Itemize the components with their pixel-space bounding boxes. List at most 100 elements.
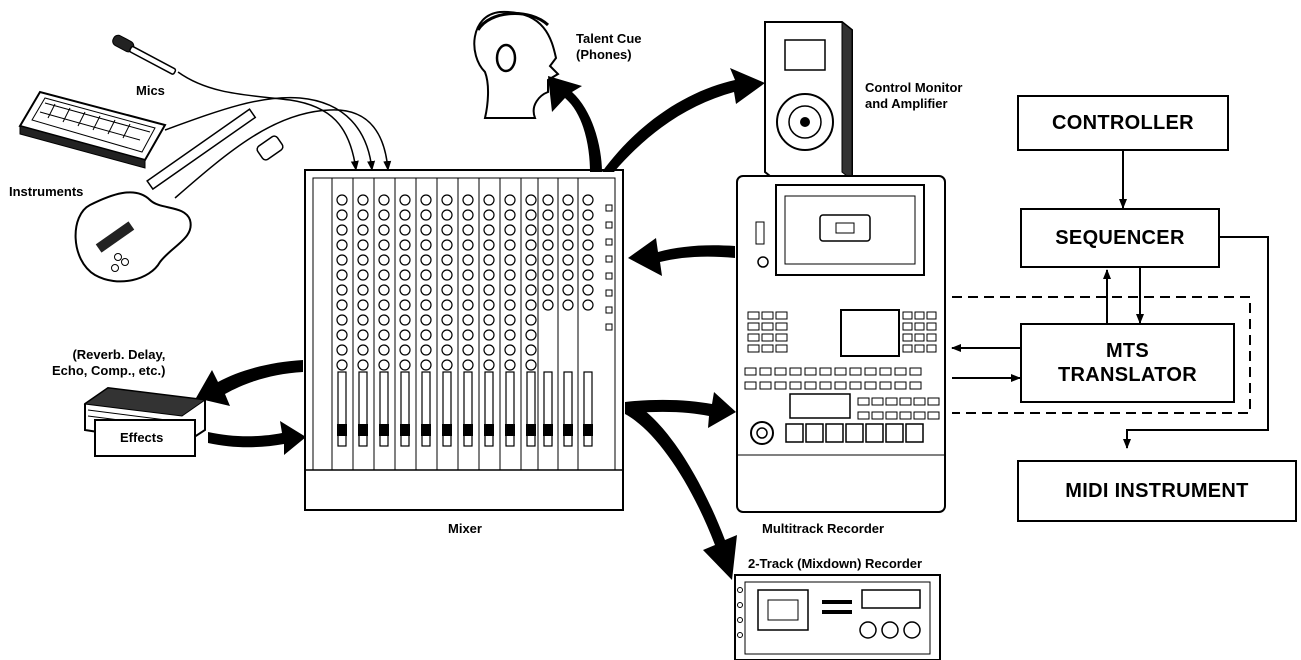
mixer-knob bbox=[582, 269, 594, 281]
mixer-fader-cap bbox=[543, 424, 553, 436]
mixer-knob bbox=[420, 254, 432, 266]
multitrack-button bbox=[871, 397, 884, 406]
multitrack-button bbox=[885, 397, 898, 406]
microphone-icon bbox=[112, 34, 177, 75]
multitrack-button bbox=[834, 381, 847, 390]
thick-arrows bbox=[196, 68, 765, 580]
mixer-knob bbox=[542, 209, 554, 221]
mixer-knob bbox=[504, 284, 516, 296]
multitrack-button bbox=[857, 411, 870, 420]
control-monitor-label: Control Monitor and Amplifier bbox=[865, 80, 962, 112]
mixer-knob bbox=[562, 194, 574, 206]
mixer-knob bbox=[378, 269, 390, 281]
mixer-fader-cap bbox=[563, 424, 573, 436]
mixer-fader-slot bbox=[400, 371, 410, 447]
multitrack-button bbox=[885, 411, 898, 420]
multitrack-button bbox=[849, 367, 862, 376]
mixer-fader-slot bbox=[442, 371, 452, 447]
mixer-knob bbox=[504, 314, 516, 326]
multitrack-button bbox=[761, 322, 774, 331]
mixer-knob bbox=[504, 269, 516, 281]
mixer-knob bbox=[525, 344, 537, 356]
mixer-knob bbox=[357, 359, 369, 371]
mixer-fader-slot bbox=[337, 371, 347, 447]
mixer-knob bbox=[562, 299, 574, 311]
mixer-switch bbox=[605, 272, 613, 280]
multitrack-transport-button bbox=[825, 423, 844, 443]
mixer-knob bbox=[483, 194, 495, 206]
multitrack-transport-button bbox=[905, 423, 924, 443]
mixer-knob bbox=[542, 284, 554, 296]
mixer-knob bbox=[378, 209, 390, 221]
mixer-fader-slot bbox=[463, 371, 473, 447]
mixer-knob bbox=[399, 269, 411, 281]
multitrack-button bbox=[849, 381, 862, 390]
mixer-knob bbox=[420, 224, 432, 236]
multitrack-button bbox=[775, 311, 788, 320]
mixer-knob bbox=[525, 224, 537, 236]
mixer-knob bbox=[525, 329, 537, 341]
mixer-knob bbox=[462, 359, 474, 371]
mixer-fader-bank bbox=[337, 371, 593, 447]
mixer-knob bbox=[441, 254, 453, 266]
multitrack-button bbox=[804, 381, 817, 390]
mixer-knob bbox=[462, 314, 474, 326]
guitar-icon bbox=[74, 108, 284, 283]
mixer-knob bbox=[357, 314, 369, 326]
mixer-knob bbox=[504, 359, 516, 371]
mixer-knob bbox=[582, 224, 594, 236]
mixer-knob bbox=[525, 209, 537, 221]
mixer-knob bbox=[483, 239, 495, 251]
mixer-knob bbox=[336, 239, 348, 251]
mixer-fader-cap bbox=[583, 424, 593, 436]
mixer-knob bbox=[357, 254, 369, 266]
multitrack-button-grid bbox=[744, 311, 940, 443]
mixer-knob bbox=[441, 224, 453, 236]
mixer-knob bbox=[441, 194, 453, 206]
arrow-multitrack-to-mixer bbox=[628, 238, 735, 276]
mixer-fader-cap bbox=[337, 424, 347, 436]
mixer-switch bbox=[605, 306, 613, 314]
mixer-knob bbox=[441, 269, 453, 281]
mixer-fader-cap bbox=[526, 424, 536, 436]
mixer-knob bbox=[441, 314, 453, 326]
mixer-knob bbox=[378, 194, 390, 206]
mixer-knob bbox=[483, 284, 495, 296]
multitrack-button bbox=[926, 311, 937, 320]
multitrack-button bbox=[834, 367, 847, 376]
mixer-knob bbox=[336, 329, 348, 341]
mixer-knob bbox=[582, 299, 594, 311]
multitrack-transport-button bbox=[845, 423, 864, 443]
multitrack-button bbox=[761, 344, 774, 353]
multitrack-button bbox=[747, 311, 760, 320]
mixer-knob bbox=[399, 194, 411, 206]
control-monitor-line2: and Amplifier bbox=[865, 96, 948, 111]
mixer-icon bbox=[304, 169, 624, 511]
mixer-knob bbox=[378, 314, 390, 326]
multitrack-button bbox=[744, 381, 757, 390]
mixer-knob bbox=[562, 269, 574, 281]
mixer-knob bbox=[336, 269, 348, 281]
multitrack-button bbox=[775, 322, 788, 331]
mixer-knob bbox=[525, 194, 537, 206]
arrow-effects-to-mixer bbox=[208, 421, 306, 455]
mixer-knob bbox=[357, 329, 369, 341]
mixer-knob bbox=[525, 314, 537, 326]
mixer-knob bbox=[399, 329, 411, 341]
mixer-fader-slot bbox=[379, 371, 389, 447]
mixer-knob bbox=[399, 239, 411, 251]
mixer-knob bbox=[504, 344, 516, 356]
mixer-knob bbox=[420, 269, 432, 281]
mixer-fader-cap bbox=[400, 424, 410, 436]
multitrack-recorder-icon bbox=[736, 175, 946, 513]
multitrack-button bbox=[927, 411, 940, 420]
mixer-knob bbox=[420, 314, 432, 326]
multitrack-button bbox=[759, 381, 772, 390]
multitrack-button bbox=[879, 367, 892, 376]
mixer-knob bbox=[378, 329, 390, 341]
midi-instrument-box: MIDI INSTRUMENT bbox=[1017, 460, 1297, 522]
mixer-knob bbox=[483, 209, 495, 221]
mixer-knob bbox=[441, 299, 453, 311]
mixer-knob bbox=[378, 344, 390, 356]
talent-headphones-icon bbox=[473, 10, 560, 119]
